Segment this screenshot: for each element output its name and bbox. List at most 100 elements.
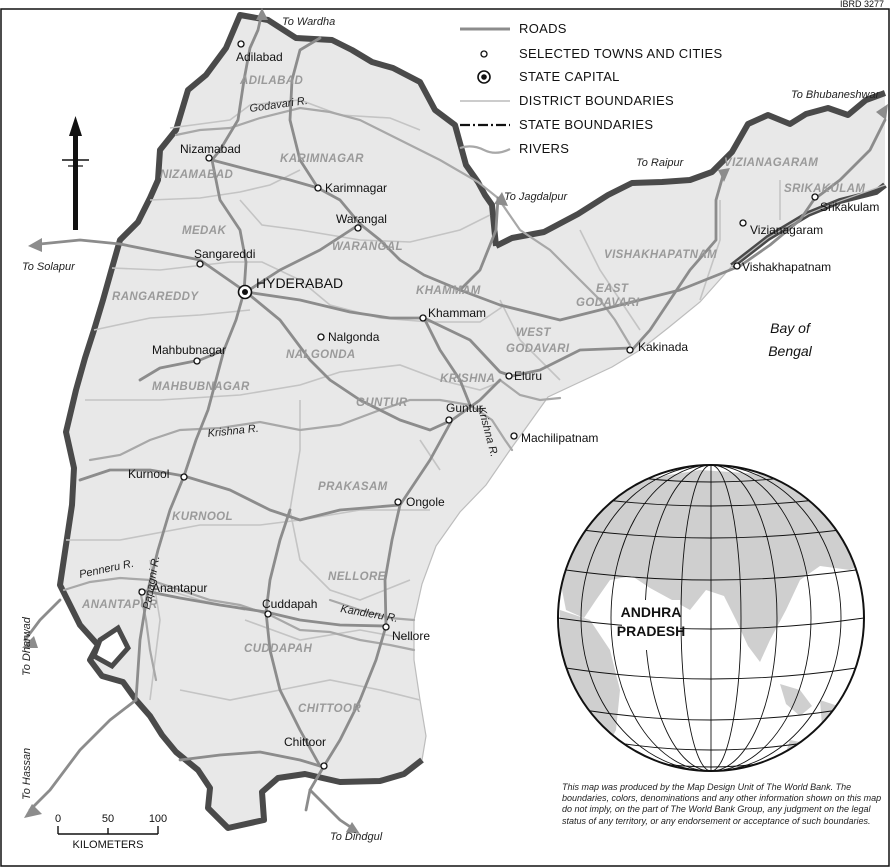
district-label-nizamabad: NIZAMABAD (160, 169, 233, 181)
town-marker-machilipatnam (510, 432, 518, 440)
town-label-vishakhapatnam: Vishakhapatnam (742, 260, 831, 274)
district-label-nellore: NELLORE (328, 571, 386, 583)
town-label-eluru: Eluru (514, 369, 542, 383)
town-marker-adilabad (237, 40, 245, 48)
town-label-guntur: Guntur (446, 401, 483, 415)
district-label-west-godavari-1: WEST (516, 327, 551, 339)
legend-label-capital: STATE CAPITAL (519, 69, 620, 84)
sea-label: Bay of Bengal (768, 320, 812, 359)
town-label-machilipatnam: Machilipatnam (521, 431, 598, 445)
district-labels: ADILABAD KARIMNAGAR NIZAMABAD MEDAK WARA… (81, 75, 865, 715)
town-label-ongole: Ongole (406, 495, 445, 509)
district-label-east-godavari-1: EAST (596, 283, 629, 295)
capital-marker (237, 284, 253, 300)
town-marker-kakinada (626, 346, 634, 354)
legend-symbol-rivers (459, 145, 511, 154)
destination-label-bhubaneshwar: To Bhubaneshwar (791, 89, 881, 101)
town-label-kurnool: Kurnool (128, 467, 169, 481)
inset-label-line2: PRADESH (617, 623, 685, 639)
town-label-khammam: Khammam (428, 306, 486, 320)
town-marker-eluru (505, 372, 513, 380)
town-label-sangareddi: Sangareddi (194, 247, 255, 261)
papagni-river (138, 588, 158, 682)
legend-label-districts: DISTRICT BOUNDARIES (519, 93, 674, 108)
towns (138, 40, 819, 770)
state-enclave (90, 624, 131, 670)
district-label-cuddapah: CUDDAPAH (244, 643, 312, 655)
destination-label-wardha: To Wardha (282, 16, 335, 28)
town-marker-nizamabad (205, 154, 213, 162)
town-marker-sangareddi (196, 260, 204, 268)
district-label-anantapur: ANANTAPUR (81, 599, 158, 611)
destination-label-hassan: To Hassan (21, 748, 33, 800)
kandleru-river (328, 598, 416, 622)
map-id: IBRD 3277 (840, 0, 884, 9)
district-label-adilabad: ADILABAD (239, 75, 303, 87)
scale-tick-100: 100 (149, 813, 167, 825)
town-label-kakinada: Kakinada (638, 340, 688, 354)
destination-label-raipur: To Raipur (636, 157, 685, 169)
town-label-chittoor: Chittoor (284, 735, 326, 749)
district-label-srikakulam: SRIKAKULAM (784, 183, 865, 195)
district-label-vizianagaram: VIZIANAGARAM (724, 157, 818, 169)
rivers (62, 106, 632, 682)
sea-label-line1: Bay of (770, 320, 812, 336)
destination-labels: To Wardha To Bhubaneshwar To Raipur To J… (21, 16, 881, 843)
town-marker-vishakhapatnam (733, 262, 741, 270)
town-label-hyderabad: HYDERABAD (256, 275, 343, 291)
town-label-nizamabad: Nizamabad (180, 142, 241, 156)
district-label-warangal: WARANGAL (332, 241, 403, 253)
district-label-west-godavari-2: GODAVARI (506, 343, 570, 355)
town-marker-kurnool (180, 473, 188, 481)
town-label-mahbubnagar: Mahbubnagar (152, 343, 226, 357)
town-marker-khammam (419, 314, 427, 322)
scale-tick-50: 50 (102, 813, 114, 825)
krishna-river (88, 398, 514, 462)
town-label-cuddapah: Cuddapah (262, 597, 317, 611)
district-label-mahbubnagar: MAHBUBNAGAR (152, 381, 250, 393)
north-arrow (62, 116, 89, 230)
district-label-east-godavari-2: GODAVARI (576, 297, 640, 309)
town-marker-warangal (354, 224, 362, 232)
destination-label-dharwad: To Dharwad (21, 616, 33, 676)
district-label-medak: MEDAK (182, 225, 226, 237)
godavari-river (174, 106, 632, 347)
inset-globe: ANDHRA PRADESH (557, 464, 865, 772)
legend-symbol-towns (480, 50, 488, 58)
town-marker-anantapur (138, 588, 146, 596)
town-labels: Adilabad Nizamabad Karimnagar Warangal S… (128, 50, 879, 749)
legend-label-states: STATE BOUNDARIES (519, 117, 653, 132)
town-marker-guntur (445, 416, 453, 424)
globe-outline (557, 464, 865, 772)
district-label-guntur: GUNTUR (356, 397, 408, 409)
town-marker-chittoor (320, 762, 328, 770)
roads (23, 10, 887, 832)
town-label-nalgonda: Nalgonda (328, 330, 380, 344)
town-marker-srikakulam (811, 193, 819, 201)
road-arrows (22, 8, 888, 834)
district-boundaries (66, 99, 781, 701)
disclaimer-text: This map was produced by the Map Design … (562, 782, 882, 826)
town-marker-ongole (394, 498, 402, 506)
town-marker-karimnagar (314, 184, 322, 192)
destination-label-jagdalpur: To Jagdalpur (504, 191, 569, 203)
town-marker-mahbubnagar (193, 357, 201, 365)
legend-label-roads: ROADS (519, 21, 567, 36)
scale-tick-0: 0 (55, 813, 61, 825)
town-label-warangal: Warangal (336, 212, 387, 226)
town-marker-cuddapah (264, 610, 272, 618)
district-label-khammam: KHAMMAM (416, 285, 481, 297)
river-label-krishna-west: Krishna R. (207, 423, 259, 440)
legend: ROADS SELECTED TOWNS AND CITIES STATE CA… (459, 21, 723, 156)
scale-unit: KILOMETERS (73, 839, 144, 851)
legend-label-towns: SELECTED TOWNS AND CITIES (519, 46, 723, 61)
town-label-karimnagar: Karimnagar (325, 181, 387, 195)
district-label-rangareddy: RANGAREDDY (112, 291, 199, 303)
scale-bar: 0 50 100 KILOMETERS (55, 813, 167, 851)
town-label-vizianagaram: Vizianagaram (750, 223, 823, 237)
district-label-chittoor: CHITTOOR (298, 703, 361, 715)
district-label-prakasam: PRAKASAM (318, 481, 388, 493)
district-label-krishna: KRISHNA (440, 373, 495, 385)
